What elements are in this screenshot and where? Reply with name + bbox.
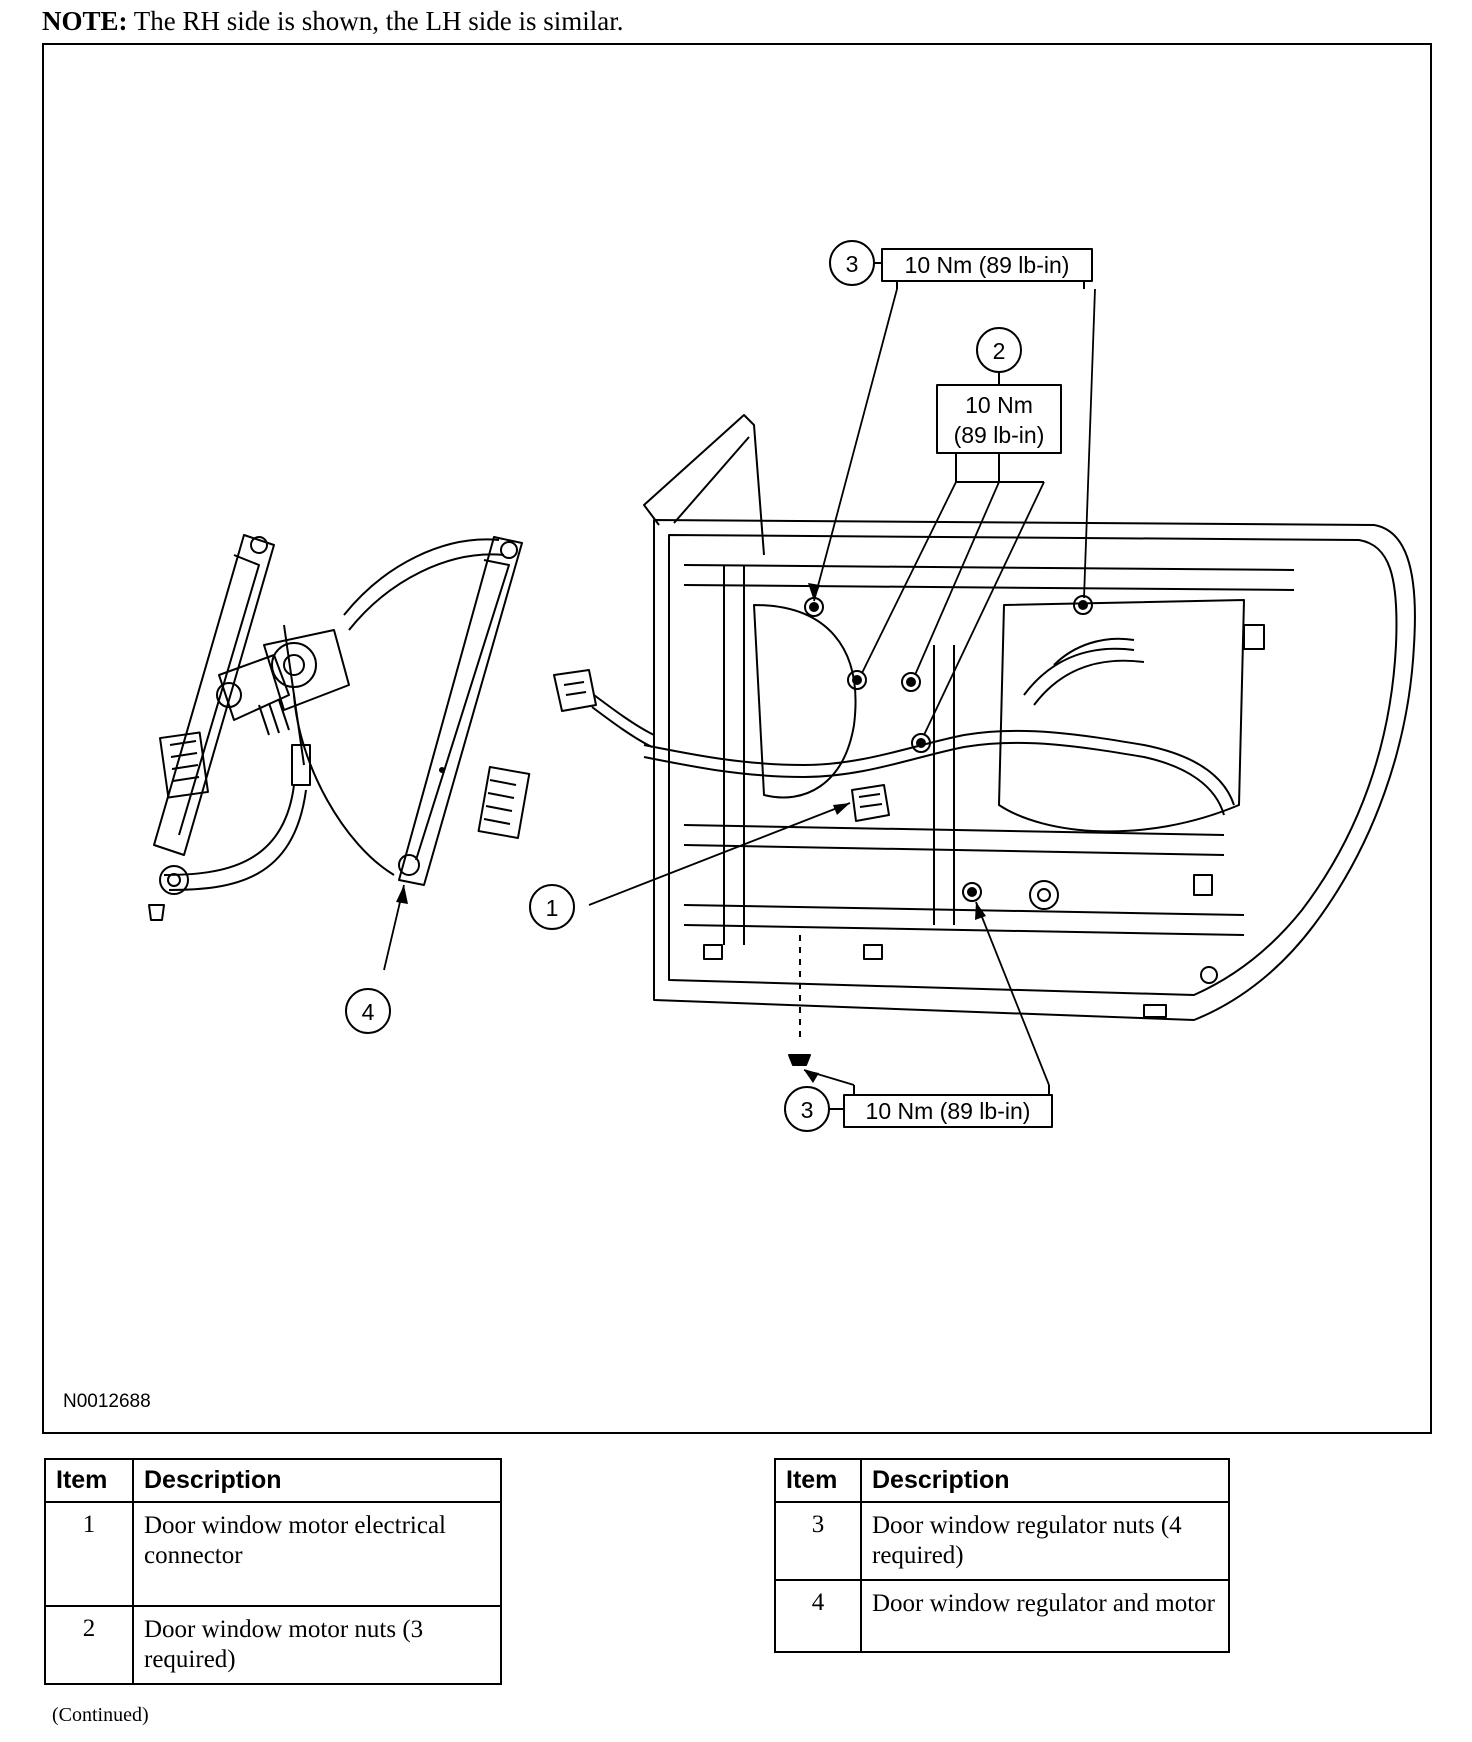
callout-3-top-torque: 10 Nm (89 lb-in) bbox=[905, 252, 1070, 278]
table-header-row: Item Description bbox=[774, 1458, 1230, 1503]
note: NOTE: The RH side is shown, the LH side … bbox=[42, 6, 624, 37]
callout-3-bottom-number: 3 bbox=[801, 1097, 814, 1123]
item-description: Door window motor electrical connector bbox=[132, 1501, 502, 1607]
item-number: 2 bbox=[44, 1605, 134, 1685]
item-description: Door window motor nuts (3 required) bbox=[132, 1605, 502, 1685]
callout-2 bbox=[936, 327, 1062, 483]
callout-2-torque-line1: 10 Nm bbox=[965, 392, 1033, 418]
note-label: NOTE: bbox=[42, 6, 128, 36]
item-number: 3 bbox=[774, 1501, 862, 1581]
item-table-left: Item Description 1 Door window motor ele… bbox=[44, 1458, 502, 1685]
item-number: 1 bbox=[44, 1501, 134, 1607]
note-text: The RH side is shown, the LH side is sim… bbox=[127, 6, 624, 36]
column-header-item: Item bbox=[774, 1458, 862, 1503]
diagram-figure: 3 10 Nm (89 lb-in) 2 10 Nm (89 lb-in) 1 … bbox=[42, 43, 1432, 1434]
callout-4-number: 4 bbox=[362, 999, 375, 1025]
callout-2-number: 2 bbox=[993, 338, 1006, 364]
table-row: 1 Door window motor electrical connector bbox=[44, 1501, 502, 1607]
table-row: 3 Door window regulator nuts (4 required… bbox=[774, 1501, 1230, 1581]
callout-1 bbox=[529, 884, 575, 930]
callout-4 bbox=[345, 988, 391, 1034]
column-header-item: Item bbox=[44, 1458, 134, 1503]
callout-3-bottom bbox=[784, 1085, 1053, 1132]
item-description: Door window regulator nuts (4 required) bbox=[860, 1501, 1230, 1581]
table-row: 4 Door window regulator and motor bbox=[774, 1579, 1230, 1653]
callout-3-top-number: 3 bbox=[846, 251, 859, 277]
figure-id: N0012688 bbox=[63, 1391, 151, 1412]
table-row: 2 Door window motor nuts (3 required) bbox=[44, 1605, 502, 1685]
column-header-description: Description bbox=[860, 1458, 1230, 1503]
column-header-description: Description bbox=[132, 1458, 502, 1503]
door-inner-panel-drawing bbox=[643, 414, 1416, 1066]
callout-3-top bbox=[829, 240, 1093, 289]
item-number: 4 bbox=[774, 1579, 862, 1653]
callout-2-torque-line2: (89 lb-in) bbox=[954, 422, 1045, 448]
leader-lines bbox=[383, 288, 1096, 1086]
callout-3-bottom-torque: 10 Nm (89 lb-in) bbox=[866, 1098, 1031, 1124]
arrowheads bbox=[396, 583, 986, 1083]
callout-1-number: 1 bbox=[546, 895, 559, 921]
door-diagram: 3 10 Nm (89 lb-in) 2 10 Nm (89 lb-in) 1 … bbox=[148, 240, 1416, 1132]
table-header-row: Item Description bbox=[44, 1458, 502, 1503]
continued-note: (Continued) bbox=[52, 1704, 149, 1726]
item-table-right: Item Description 3 Door window regulator… bbox=[774, 1458, 1230, 1653]
item-description: Door window regulator and motor bbox=[860, 1579, 1230, 1653]
harness-connector-drawing bbox=[553, 669, 655, 748]
window-regulator-drawing bbox=[148, 534, 531, 921]
